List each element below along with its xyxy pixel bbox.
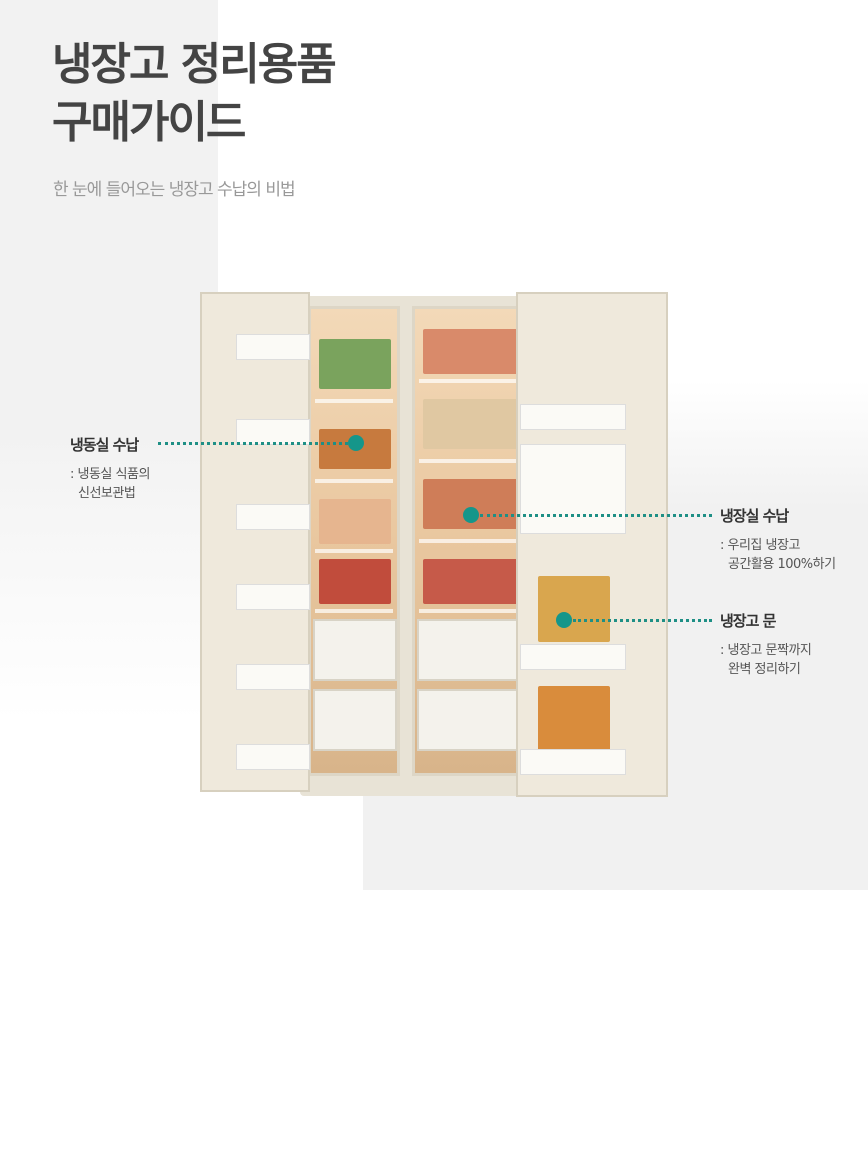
callout-title: 냉장고 문 [720,612,776,630]
fridge-callout-line [480,514,712,517]
fridge-hotspot[interactable] [463,507,479,523]
title-line-2: 구매가이드 [52,97,246,148]
freezer-callout-line [158,442,348,445]
freezer-hotspot[interactable] [348,435,364,451]
callout-desc: : 냉장고 문짝까지 [720,643,812,658]
fridge-image [200,288,668,808]
page-title: 냉장고 정리용품 구매가이드 [52,36,337,152]
callout-title: 냉장실 수납 [720,507,789,525]
callout-desc: : 냉동실 식품의 [70,467,150,482]
door-hotspot[interactable] [556,612,572,628]
callout-fridge: 냉장실 수납 : 우리집 냉장고 공간활용 100%하기 [720,505,836,574]
callout-freezer: 냉동실 수납 : 냉동실 식품의 신선보관법 [70,434,150,503]
callout-title: 냉동실 수납 [70,436,139,454]
background-panel-left [0,0,218,720]
callout-desc: 신선보관법 [78,486,136,501]
fridge-door [516,292,668,797]
callout-door: 냉장고 문 : 냉장고 문짝까지 완벽 정리하기 [720,610,812,679]
callout-desc: 공간활용 100%하기 [728,557,836,572]
freezer-compartment [308,306,400,776]
title-line-1: 냉장고 정리용품 [52,39,337,90]
callout-desc: : 우리집 냉장고 [720,538,800,553]
page-subtitle: 한 눈에 들어오는 냉장고 수납의 비법 [53,180,296,200]
freezer-door [200,292,310,792]
door-callout-line [573,619,712,622]
callout-desc: 완벽 정리하기 [728,662,801,677]
